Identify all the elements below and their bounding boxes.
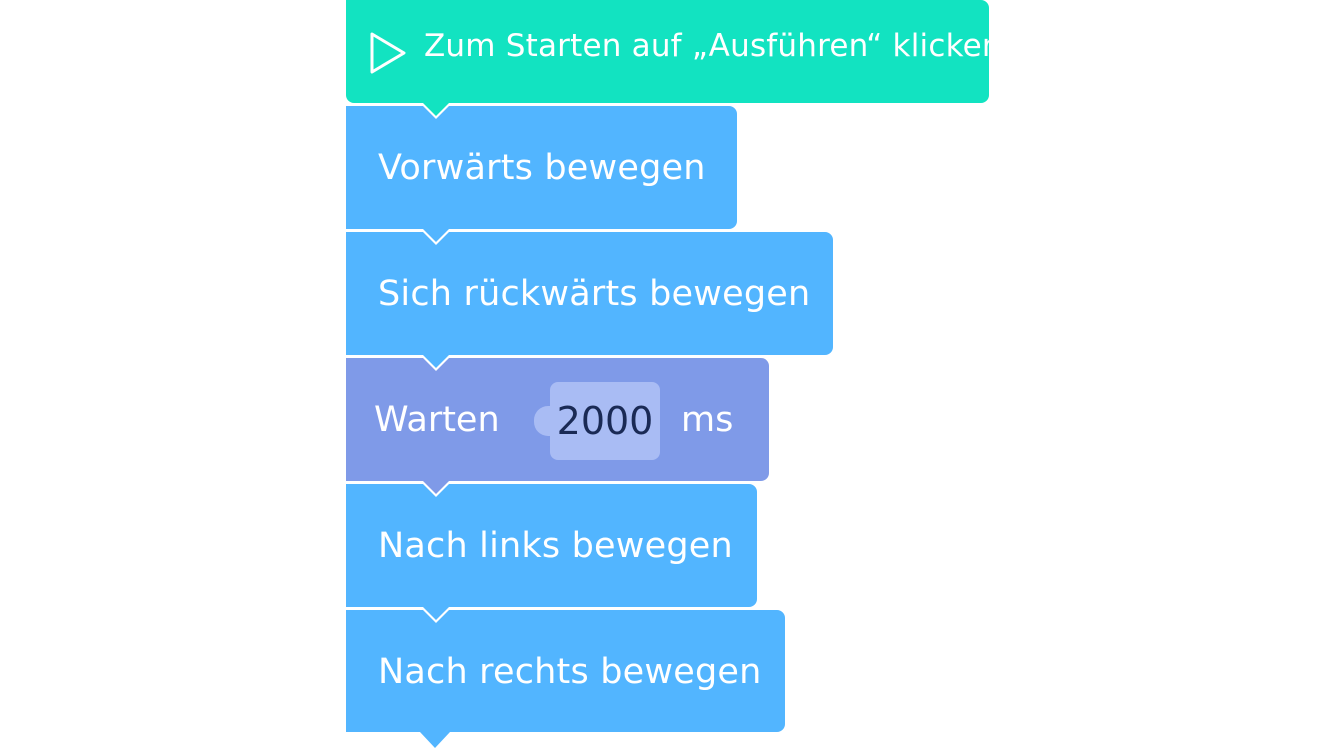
wait-duration-value: 2000 [556,399,654,443]
move-forward-block[interactable]: Vorwärts bewegen [346,106,737,245]
wait-block[interactable]: Warten 2000 ms [346,358,769,497]
move-right-block[interactable]: Nach rechts bewegen [346,610,785,732]
move-left-block[interactable]: Nach links bewegen [346,484,757,623]
wait-duration-input[interactable]: 2000 [534,382,660,460]
move-backward-label: Sich rückwärts bewegen [378,274,811,314]
start-block-label: Zum Starten auf „Ausführen“ klicken [424,28,1002,64]
start-block[interactable]: Zum Starten auf „Ausführen“ klicken [346,0,1002,119]
move-left-label: Nach links bewegen [378,526,733,566]
wait-unit-label: ms [681,400,734,440]
move-backward-block[interactable]: Sich rückwärts bewegen [346,232,833,371]
play-icon [370,32,406,74]
move-forward-label: Vorwärts bewegen [378,148,706,188]
wait-label: Warten [374,400,500,440]
block-connector [420,732,450,748]
move-right-label: Nach rechts bewegen [378,652,762,692]
